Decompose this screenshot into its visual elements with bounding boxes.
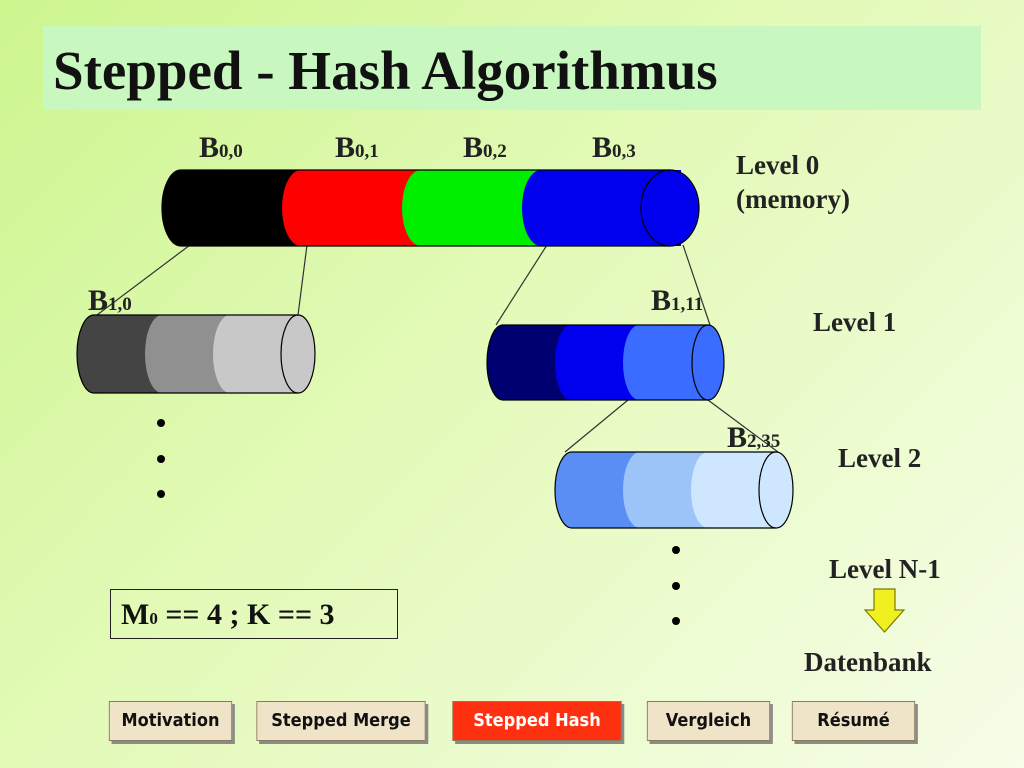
connector-line [707,399,779,453]
nav-motivation-button[interactable]: Motivation [108,701,233,741]
connector-line [682,244,711,326]
connector-line [495,244,548,326]
nav-stepped-merge-button[interactable]: Stepped Merge [256,701,426,741]
level-n-label: Level N-1 [829,554,941,584]
block-label-b03: B0,3 [592,131,636,164]
nav-resume-button[interactable]: Résumé [791,701,916,741]
level0-label-line2: (memory) [736,183,850,214]
level2-cylinder [554,451,794,529]
block-label-b10: B1,0 [88,284,132,317]
slide-navigation: Motivation Stepped Merge Stepped Hash Ve… [0,701,1024,745]
nav-stepped-hash-button[interactable]: Stepped Hash [452,701,622,741]
cylinder-segment-b00 [162,170,301,246]
vertical-ellipsis-right [672,546,680,625]
cylinder-segment-b02 [402,170,541,246]
block-label-b235: B2,35 [727,421,781,454]
level0-label-line1: Level 0 [736,150,820,180]
cylinder-segment-b01 [282,170,421,246]
block-label-b111: B1,11 [651,284,704,317]
down-arrow-icon [863,588,906,633]
database-label: Datenbank [804,647,932,677]
level0-label: Level 0 (memory) [736,149,850,217]
level2-label: Level 2 [838,443,922,473]
cylinder-segment-b03 [522,169,700,247]
vertical-ellipsis-left [157,419,165,498]
connector-line [96,244,191,316]
connector-line [297,244,308,316]
block-label-b01: B0,1 [335,131,379,164]
cylinder-segment [691,451,794,529]
connector-line [564,399,629,453]
parameter-box: M0 == 4 ; K == 3 [110,589,398,639]
block-label-b00: B0,0 [199,131,243,164]
level1-right-cylinder [486,324,725,401]
nav-vergleich-button[interactable]: Vergleich [646,701,771,741]
block-label-b02: B0,2 [463,131,507,164]
level0-cylinder [161,169,700,247]
title-bar [43,26,981,110]
level1-label: Level 1 [813,307,897,337]
level1-left-cylinder [76,314,316,394]
connector-lines [96,244,779,453]
page-title: Stepped - Hash Algorithmus [53,40,718,101]
cylinder-segment [623,324,725,401]
cylinder-segment [213,314,316,394]
